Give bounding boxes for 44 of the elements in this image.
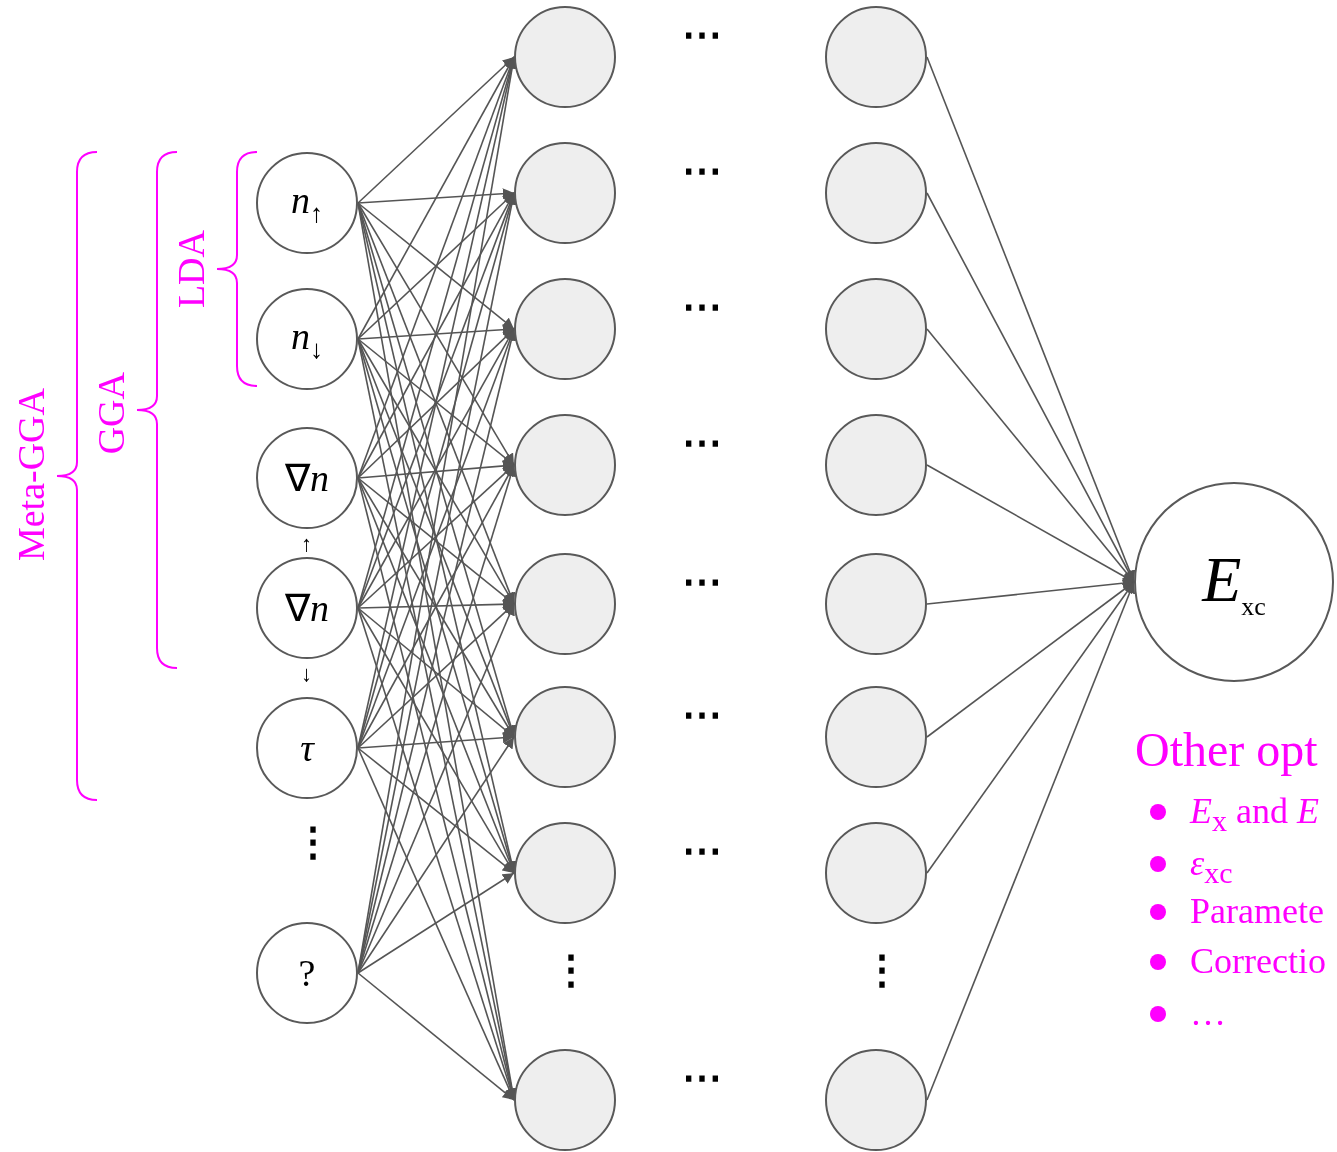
arrow <box>357 328 515 479</box>
spin-subscript: ↓ <box>301 661 312 687</box>
arrow <box>357 460 515 479</box>
list-item: … <box>1190 992 1226 1034</box>
group-label: Meta-GGA <box>12 388 50 562</box>
ellipsis-mark: ⋮ <box>862 950 902 990</box>
node-label: τ <box>300 726 314 770</box>
arrow <box>357 747 515 874</box>
arrow <box>926 581 1135 738</box>
arrow <box>926 577 1135 605</box>
arrow <box>926 464 1135 583</box>
ellipsis-mark: ⋮ <box>293 822 333 862</box>
list-item: Correctio <box>1190 940 1326 982</box>
arrow <box>357 732 515 749</box>
arrow <box>357 736 515 974</box>
arrow <box>357 338 515 466</box>
arrow <box>357 598 515 610</box>
arrow <box>357 56 515 204</box>
node-label: ∇n <box>285 586 329 630</box>
node-label: ∇n <box>285 456 329 500</box>
list-item: ε$_{xc}$ <box>1190 842 1233 891</box>
node-label: E$_{xc}$ <box>1202 542 1266 622</box>
arrow <box>357 188 515 204</box>
arrow <box>357 872 515 974</box>
node-label: ? <box>298 951 316 995</box>
ellipsis-mark: ⋯ <box>682 831 722 871</box>
node-label: n$_{↑}$ <box>291 177 323 229</box>
list-item: Paramete <box>1190 890 1324 932</box>
ellipsis-mark: ⋯ <box>682 695 722 735</box>
ellipsis-mark: ⋯ <box>682 1058 722 1098</box>
arrow <box>357 324 515 340</box>
ellipsis-mark: ⋯ <box>682 15 722 55</box>
ellipsis-mark: ⋮ <box>551 950 591 990</box>
ellipsis-mark: ⋯ <box>682 151 722 191</box>
node-label: n$_{↓}$ <box>291 313 323 365</box>
ellipsis-mark: ⋯ <box>682 562 722 602</box>
spin-subscript: ↑ <box>301 531 312 557</box>
group-label: GGA <box>92 372 130 455</box>
list-item: E$_{x}$ and E <box>1190 790 1319 839</box>
group-label: LDA <box>172 230 210 309</box>
ellipsis-mark: ⋯ <box>682 423 722 463</box>
arrow <box>357 972 515 1101</box>
list-heading: Other opt <box>1135 722 1318 777</box>
ellipsis-mark: ⋯ <box>682 287 722 327</box>
